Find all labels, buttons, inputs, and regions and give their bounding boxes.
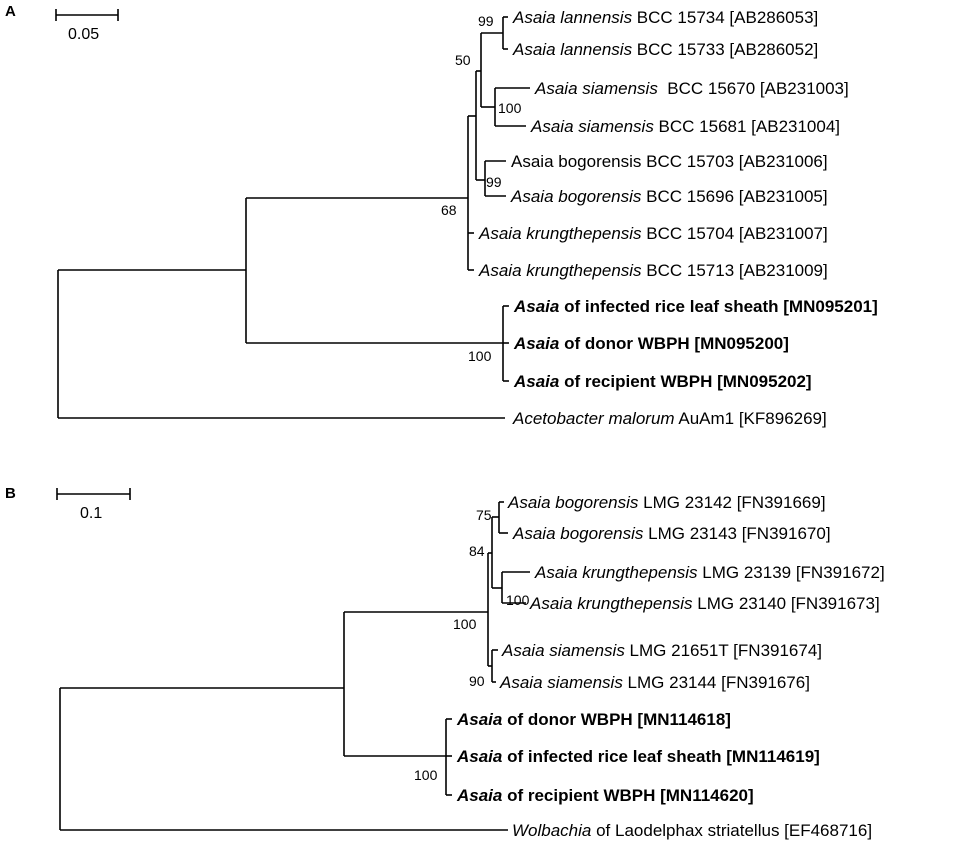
tree-branches-b [59,501,530,831]
support-value: 100 [453,616,477,632]
taxon-label: Asaia bogorensis BCC 15696 [AB231005] [510,187,828,206]
taxon-label-highlighted: Asaia of recipient WBPH [MN095202] [513,372,812,391]
support-value: 90 [469,673,485,689]
panel-letter-b: B [5,485,16,502]
support-value: 99 [478,13,494,29]
scale-bar-b [56,488,131,500]
taxon-label: Asaia siamensis LMG 21651T [FN391674] [501,641,822,660]
taxon-label: Asaia bogorensis LMG 23142 [FN391669] [507,493,826,512]
panel-letter-a: A [5,3,16,20]
tree-a-svg: A 0.05 [5,3,878,428]
tree-panel-a: A 0.05 [5,3,878,428]
scale-label-b: 0.1 [80,505,102,522]
taxon-label-highlighted: Asaia of donor WBPH [MN095200] [513,334,789,353]
taxon-label: Asaia krungthepensis LMG 23139 [FN391672… [534,563,885,582]
tree-branches-a [57,16,530,419]
scale-bar-a [55,9,119,21]
taxon-label-highlighted: Asaia of infected rice leaf sheath [MN11… [456,747,820,766]
taxon-label-highlighted: Asaia of recipient WBPH [MN114620] [456,786,754,805]
taxon-label: Asaia lannensis BCC 15734 [AB286053] [512,8,818,27]
support-value: 84 [469,543,485,559]
taxon-label-highlighted: Asaia of infected rice leaf sheath [MN09… [513,297,878,316]
support-value: 100 [414,767,438,783]
support-value: 100 [468,348,492,364]
tree-b-svg: B 0.1 [5,485,885,840]
support-value: 75 [476,507,492,523]
taxon-label: Asaia siamensis BCC 15670 [AB231003] [534,79,849,98]
support-value: 100 [498,100,522,116]
taxon-label-highlighted: Asaia of donor WBPH [MN114618] [456,710,731,729]
tree-panel-b: B 0.1 [0,430,957,844]
taxon-label: Asaia bogorensis BCC 15703 [AB231006] [511,152,828,171]
support-value: 99 [486,174,502,190]
taxon-label: Wolbachia of Laodelphax striatellus [EF4… [512,821,872,840]
scale-label-a: 0.05 [68,26,99,43]
support-value: 50 [455,52,471,68]
taxon-label: Asaia krungthepensis BCC 15704 [AB231007… [478,224,828,243]
taxon-label: Asaia bogorensis LMG 23143 [FN391670] [512,524,831,543]
support-value: 68 [441,202,457,218]
taxon-label: Asaia krungthepensis BCC 15713 [AB231009… [478,261,828,280]
taxon-label: Asaia krungthepensis LMG 23140 [FN391673… [529,594,880,613]
taxon-label: Asaia siamensis LMG 23144 [FN391676] [499,673,810,692]
taxon-label: Acetobacter malorum AuAm1 [KF896269] [512,409,827,428]
support-value: 100 [506,592,530,608]
taxon-label: Asaia lannensis BCC 15733 [AB286052] [512,40,818,59]
taxon-label: Asaia siamensis BCC 15681 [AB231004] [530,117,840,136]
